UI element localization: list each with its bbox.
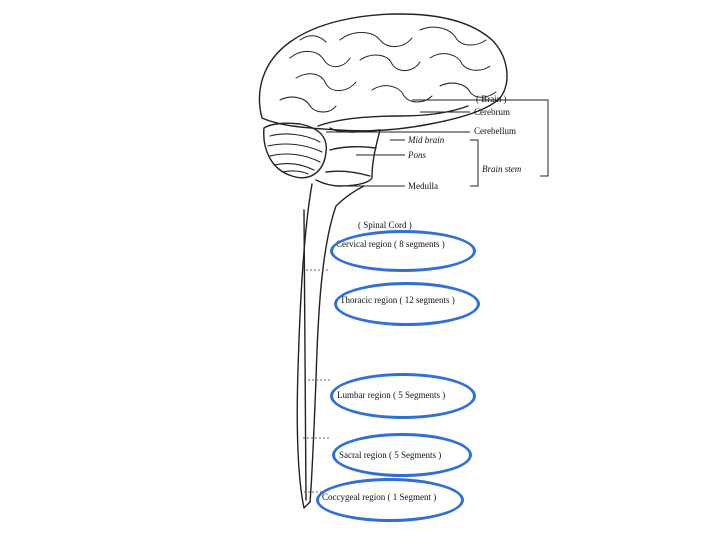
label-pons: Pons [408, 150, 426, 160]
label-brain: ( Brain ) [476, 94, 507, 104]
label-medulla: Medulla [408, 181, 438, 191]
label-spinal-cord: ( Spinal Cord ) [358, 220, 412, 230]
label-cerebellum: Cerebellum [474, 126, 516, 136]
label-brain-stem: Brain stem [482, 164, 522, 174]
brain-bracket [412, 99, 549, 177]
spinal-cord-outline [296, 183, 365, 509]
cerebrum-outline [258, 13, 508, 132]
pons-line [329, 145, 377, 151]
highlight-thoracic [334, 282, 480, 326]
label-mid-brain: Mid brain [408, 135, 445, 145]
temporal-lobe [317, 105, 469, 127]
highlight-cervical [330, 230, 476, 272]
label-cerebrum: Cerebrum [474, 107, 510, 117]
highlight-lumbar [330, 373, 476, 419]
cerebellum-folia [267, 133, 323, 175]
cerebellum-outline [263, 122, 327, 179]
medulla-line [325, 170, 371, 177]
highlight-coccygeal [316, 478, 464, 522]
cerebrum-gyri [279, 26, 497, 113]
spinal-cord-inner [303, 209, 307, 501]
highlight-sacral [332, 433, 472, 477]
brainstem-bracket [470, 139, 479, 187]
